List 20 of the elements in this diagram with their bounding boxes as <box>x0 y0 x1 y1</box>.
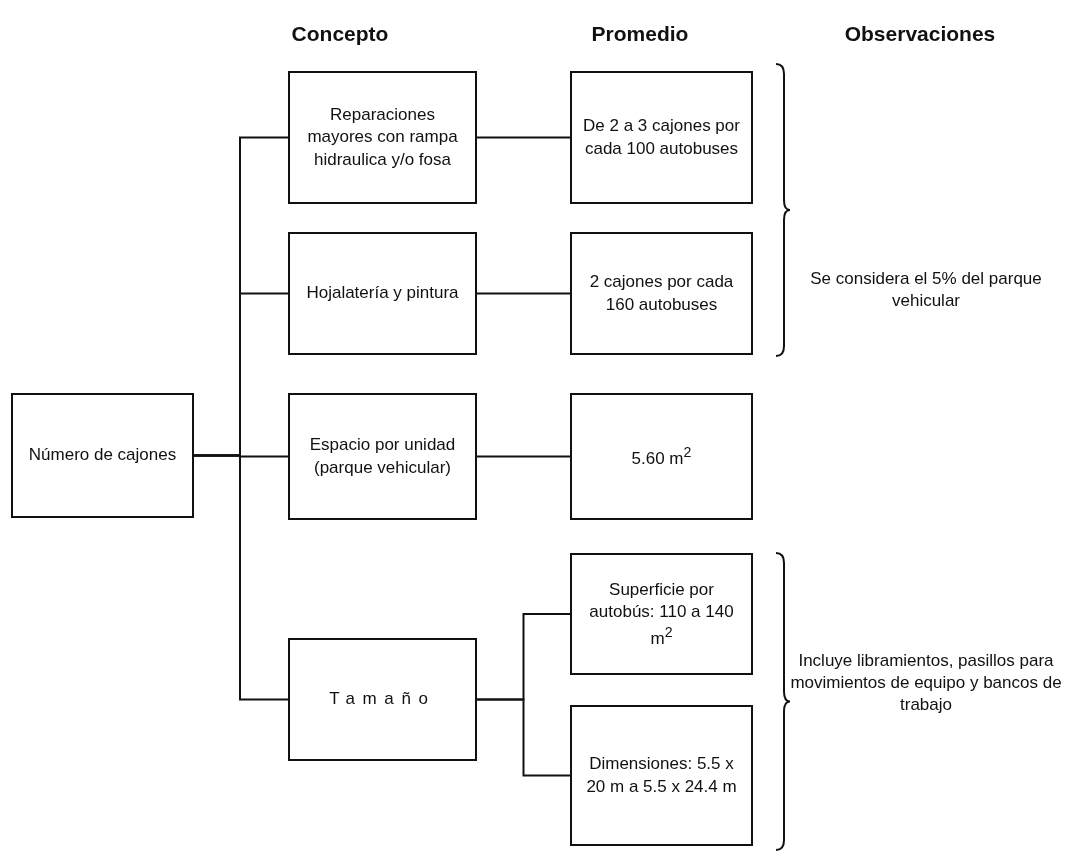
concept-box: Espacio por unidad (parque vehicular) <box>288 393 477 520</box>
column-header: Observaciones <box>843 21 997 47</box>
concept-box: Tamaño <box>288 638 477 761</box>
value-box: Dimensiones: 5.5 x 20 m a 5.5 x 24.4 m <box>570 705 753 846</box>
connector-line <box>476 136 571 139</box>
connector-line <box>193 454 289 701</box>
value-box: De 2 a 3 cajones por cada 100 autobuses <box>570 71 753 204</box>
root-box: Número de cajones <box>11 393 194 518</box>
value-box: Superficie por autobús: 110 a 140 m$^{2}$ <box>570 553 753 675</box>
column-header: Promedio <box>590 21 690 47</box>
column-header: Concepto <box>290 21 390 47</box>
connector-line <box>476 292 571 295</box>
connector-line <box>476 455 571 458</box>
concept-box: Hojalatería y pintura <box>288 232 477 355</box>
value-box: 5.60 m$^{2}$ <box>570 393 753 520</box>
observation-note: Incluye libramientos, pasillos para movimientos de equipo y bancos de trabajo <box>790 650 1062 717</box>
concept-box: Reparaciones mayores con rampa hidraulica y/o fosa <box>288 71 477 204</box>
connector-line <box>476 698 571 777</box>
observation-note: Se considera el 5% del parque vehicular <box>809 268 1043 313</box>
value-box: 2 cajones por cada 160 autobuses <box>570 232 753 355</box>
